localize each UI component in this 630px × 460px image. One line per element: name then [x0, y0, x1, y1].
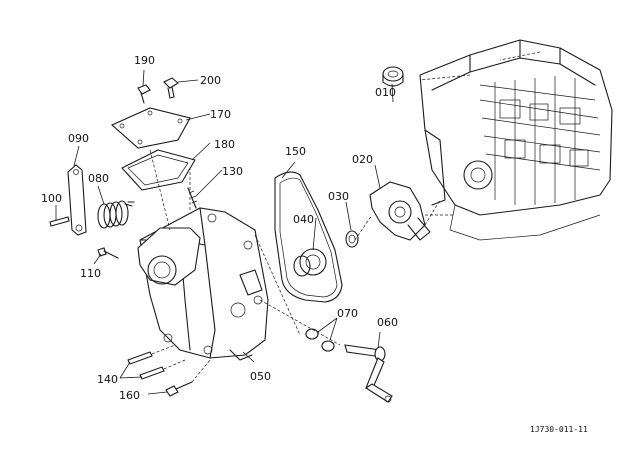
part-080-spring	[97, 200, 135, 229]
part-070-o-rings	[305, 328, 335, 352]
part-130-stud	[187, 187, 198, 209]
callout-150: 150	[285, 145, 306, 158]
part-010-plug	[382, 66, 404, 87]
callout-110: 110	[80, 267, 101, 280]
callout-100: 100	[41, 192, 62, 205]
callout-200: 200	[200, 74, 221, 87]
part-140-studs	[127, 344, 186, 380]
part-190-bolt	[137, 84, 151, 104]
part-050-housing	[137, 149, 269, 361]
part-170-cover-plate	[110, 107, 191, 149]
callout-090: 090	[68, 132, 89, 145]
part-110-bolt	[97, 247, 119, 259]
callout-020: 020	[352, 153, 373, 166]
figure-reference-code: 1J730-011-11	[530, 425, 588, 434]
callout-170: 170	[210, 108, 231, 121]
part-030-bushing	[345, 230, 359, 248]
part-040-cover	[293, 248, 327, 277]
callout-130: 130	[222, 165, 243, 178]
part-160-bolt	[165, 359, 211, 397]
callout-190: 190	[134, 54, 155, 67]
transmission-case	[419, 39, 613, 241]
callout-080: 080	[88, 172, 109, 185]
part-060-shift-shaft	[344, 344, 393, 403]
callout-070: 070	[337, 307, 358, 320]
part-150-gasket	[274, 171, 343, 303]
part-100-pin	[49, 216, 70, 227]
callout-040: 040	[293, 213, 314, 226]
alignment-lines	[254, 199, 441, 346]
leader-lines	[55, 69, 394, 395]
callout-180: 180	[214, 138, 235, 151]
callout-060: 060	[377, 316, 398, 329]
callout-160: 160	[119, 389, 140, 402]
part-200-breather	[163, 77, 179, 99]
callout-050: 050	[250, 370, 271, 383]
callout-140: 140	[97, 373, 118, 386]
part-090-lever	[67, 164, 87, 236]
callout-010: 010	[375, 86, 396, 99]
part-020-coupling	[369, 181, 455, 241]
part-180-gasket	[121, 149, 196, 191]
callout-030: 030	[328, 190, 349, 203]
